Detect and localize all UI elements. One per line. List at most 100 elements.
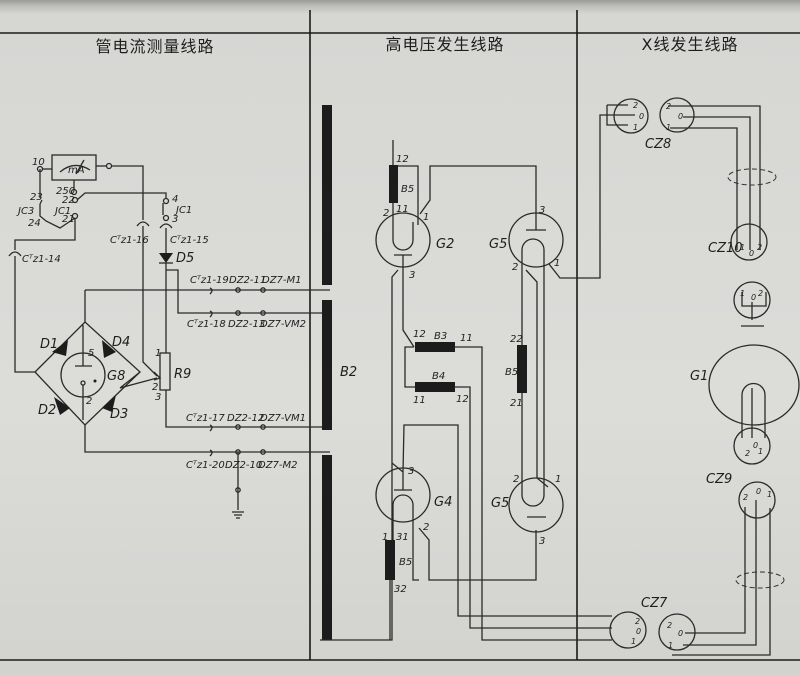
pin-label: 2 <box>383 208 389 219</box>
terminal-label: 10 <box>32 157 45 168</box>
connector-g1-bottom <box>733 427 771 465</box>
component-label: D5 <box>176 251 194 266</box>
pin-label: 11 <box>396 204 409 215</box>
connector-cz7-left <box>609 611 647 649</box>
component-label: CZ8 <box>645 137 671 152</box>
terminal-label: 2 <box>152 382 158 393</box>
diode-d5 <box>159 253 173 263</box>
pin-label: 1 <box>631 637 636 646</box>
terminal-label: 2 <box>86 396 92 407</box>
pin-label: 0 <box>751 293 756 302</box>
pin-label: 3 <box>408 466 414 477</box>
pin-label: 0 <box>639 112 644 121</box>
pin-label: 2 <box>635 617 640 626</box>
terminal-label: 24 <box>28 218 41 229</box>
component-label: R9 <box>174 367 191 382</box>
xray-tube-g1 <box>708 344 800 426</box>
transformer-b5-lower <box>385 540 395 580</box>
component-label: G2 <box>436 237 454 252</box>
terminal-label: 3 <box>155 392 161 403</box>
terminal-label: 250 <box>56 186 75 197</box>
pin-label: 2 <box>758 289 763 298</box>
pin-label: 1 <box>382 532 388 543</box>
pin-label: 3 <box>539 536 545 547</box>
connector-label: Cᵀz1-18 <box>187 319 226 330</box>
transformer-b2-core-middle <box>322 300 332 430</box>
pin-label: 1 <box>633 123 638 132</box>
pin-label: 1 <box>668 641 673 650</box>
pin-label: 2 <box>666 102 671 111</box>
switch-label: JC1 <box>174 205 192 216</box>
connector-cz7-right <box>658 613 696 651</box>
title-xray: X线发生线路 <box>642 35 739 54</box>
transformer-b5-middle <box>517 345 527 393</box>
component-label: G5 <box>489 237 507 252</box>
pin-label: 2 <box>633 101 638 110</box>
frame <box>0 10 800 661</box>
component-label: B5 <box>401 184 414 195</box>
pin-label: 1 <box>740 289 745 298</box>
pin-label: 22 <box>510 334 523 345</box>
component-label: D4 <box>112 335 130 350</box>
xray-circuit <box>606 97 800 656</box>
transformer-b2-core-lower <box>322 455 332 640</box>
connector-label: Cᵀz1-19 <box>190 275 229 286</box>
pin-label: 11 <box>460 333 473 344</box>
transformer-b5-upper <box>389 165 398 203</box>
title-current-measurement: 管电流测量线路 <box>95 37 214 56</box>
pin-label: 0 <box>678 629 683 638</box>
pin-label: 12 <box>396 154 409 165</box>
terminal-label: DZ2-13 <box>228 319 265 330</box>
transformer-b3 <box>415 342 455 352</box>
diode-d3 <box>102 395 116 412</box>
transformer-b2-core-upper <box>322 105 332 285</box>
pin-label: 12 <box>456 394 469 405</box>
pin-label: 0 <box>636 627 641 636</box>
pin-label: 2 <box>743 493 748 502</box>
connector-cz10 <box>730 223 768 261</box>
pin-label: 1 <box>554 258 560 269</box>
connector-label: Cᵀz1-15 <box>170 235 209 246</box>
resistor-r9 <box>159 352 171 391</box>
terminal-label: 22 <box>62 195 75 206</box>
pin-label: 0 <box>749 249 754 258</box>
pin-label: 11 <box>413 395 426 406</box>
title-high-voltage: 高电压发生线路 <box>385 35 504 54</box>
terminal-label: 1 <box>155 348 161 359</box>
component-label: D3 <box>110 407 128 422</box>
connector-label: Cᵀz1-17 <box>186 413 225 424</box>
component-label: G8 <box>107 369 125 384</box>
tube-g5-lower <box>508 477 564 533</box>
connector-label: Cᵀz1-16 <box>110 235 149 246</box>
diode-d2 <box>54 397 70 415</box>
pin-label: 31 <box>396 532 409 543</box>
transformer-b4 <box>415 382 455 392</box>
terminal-label: 3 <box>172 214 178 225</box>
component-label: B3 <box>434 331 447 342</box>
pin-label: 0 <box>678 112 683 121</box>
component-label: G5 <box>491 496 509 511</box>
terminal-label: DZ2-11 <box>229 275 266 286</box>
pin-label: 3 <box>409 270 415 281</box>
pin-label: 2 <box>757 243 762 252</box>
component-label: B2 <box>340 365 357 380</box>
connector-label: Cᵀz1-14 <box>22 254 61 265</box>
pin-label: 2 <box>423 522 429 533</box>
terminal-label: 23 <box>30 192 43 203</box>
component-label: B5 <box>505 367 518 378</box>
terminal-label: DZ7-M2 <box>258 460 298 471</box>
pin-label: 0 <box>756 487 761 496</box>
meter-label: mA <box>68 165 85 176</box>
cable-sleeve-upper <box>727 168 777 186</box>
pin-label: 21 <box>510 398 523 409</box>
terminal-label: DZ2-12 <box>227 413 264 424</box>
terminal-label: DZ7-VM2 <box>260 319 306 330</box>
cable-sleeve-lower <box>735 571 785 589</box>
current-labels: mA 10 250 22 21 23 24 JC3 JC1 4 JC1 3 Cᵀ… <box>16 157 306 471</box>
component-label: CZ9 <box>706 472 732 487</box>
pin-label: 2 <box>667 621 672 630</box>
pin-label: 3 <box>539 205 545 216</box>
switch-label: JC1 <box>53 206 71 217</box>
high-voltage-circuit <box>320 105 620 641</box>
